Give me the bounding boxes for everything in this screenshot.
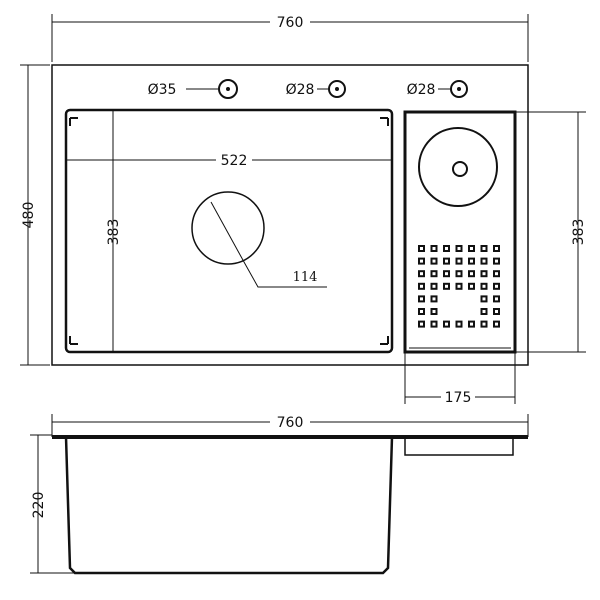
drainer-hole xyxy=(468,257,475,265)
overall-width-label: 760 xyxy=(277,15,304,31)
drainer-hole xyxy=(480,257,488,265)
hole-center xyxy=(335,87,339,91)
side-depth-label: 220 xyxy=(31,492,47,519)
side-width-label: 760 xyxy=(277,415,304,431)
top-view xyxy=(51,64,529,366)
hole-label-28a: Ø28 xyxy=(286,82,315,98)
drainer-hole xyxy=(493,308,500,315)
drainer-hole xyxy=(493,270,500,278)
drainer-hole xyxy=(430,257,438,265)
drainer-hole xyxy=(418,308,425,315)
drainer-hole xyxy=(493,257,500,265)
drainer-hole xyxy=(480,320,488,328)
drainer-hole xyxy=(493,245,500,252)
hole-label-35: Ø35 xyxy=(148,82,177,98)
drainer-hole xyxy=(455,320,463,328)
drainer-hole xyxy=(443,270,450,278)
drainer-hole xyxy=(468,270,475,278)
drainer-hole xyxy=(455,282,463,290)
drainer-hole xyxy=(455,270,463,278)
drainer-hole xyxy=(430,308,438,315)
top-dimensions xyxy=(20,14,586,404)
drainer-hole xyxy=(493,282,500,290)
drainer-hole xyxy=(443,282,450,290)
drain-diameter-label: 114 xyxy=(293,270,318,285)
drainer-hole xyxy=(443,245,450,252)
hole-center xyxy=(457,87,461,91)
drainer-hole xyxy=(480,270,488,278)
drainer-hole xyxy=(418,282,425,290)
drainer-hole xyxy=(480,245,488,252)
bowl-width-label: 522 xyxy=(221,153,248,169)
countertop-outline xyxy=(51,64,529,366)
drainer-hole xyxy=(418,270,425,278)
side-compartment xyxy=(403,110,517,354)
side-drain-circle xyxy=(418,127,498,207)
bowl-depth-label: 383 xyxy=(106,219,122,246)
drain-circle xyxy=(191,191,265,265)
drainer-hole xyxy=(455,257,463,265)
drainer-hole xyxy=(430,320,438,328)
drainer-hole xyxy=(430,295,438,303)
compartment-depth-label: 383 xyxy=(571,219,587,246)
drainer-hole xyxy=(430,245,438,252)
drainer-hole xyxy=(468,282,475,290)
drainer-hole xyxy=(468,320,475,328)
drainer-grid xyxy=(418,245,500,328)
drainer-hole xyxy=(443,320,450,328)
hole-label-28b: Ø28 xyxy=(407,82,436,98)
bowl-corner-marks xyxy=(69,117,389,345)
drainer-hole xyxy=(480,282,488,290)
drainer-hole xyxy=(418,245,425,252)
drainer-hole xyxy=(430,282,438,290)
drainer-hole xyxy=(468,245,475,252)
hole-center xyxy=(226,87,230,91)
drainer-hole xyxy=(480,295,488,303)
drainer-hole xyxy=(418,295,425,303)
drainer-hole xyxy=(493,320,500,328)
main-bowl xyxy=(64,108,394,354)
compartment-section xyxy=(404,437,514,456)
compartment-width-label: 175 xyxy=(445,390,472,406)
drainer-hole xyxy=(493,295,500,303)
drainer-hole xyxy=(443,257,450,265)
bowl-section xyxy=(64,436,394,575)
side-drain-center xyxy=(452,161,468,177)
drainer-hole xyxy=(430,270,438,278)
drainer-hole xyxy=(418,257,425,265)
drainer-hole xyxy=(418,320,425,328)
drainer-hole xyxy=(455,245,463,252)
side-view xyxy=(30,414,529,575)
drainer-hole xyxy=(480,308,488,315)
overall-height-label: 480 xyxy=(21,202,37,229)
